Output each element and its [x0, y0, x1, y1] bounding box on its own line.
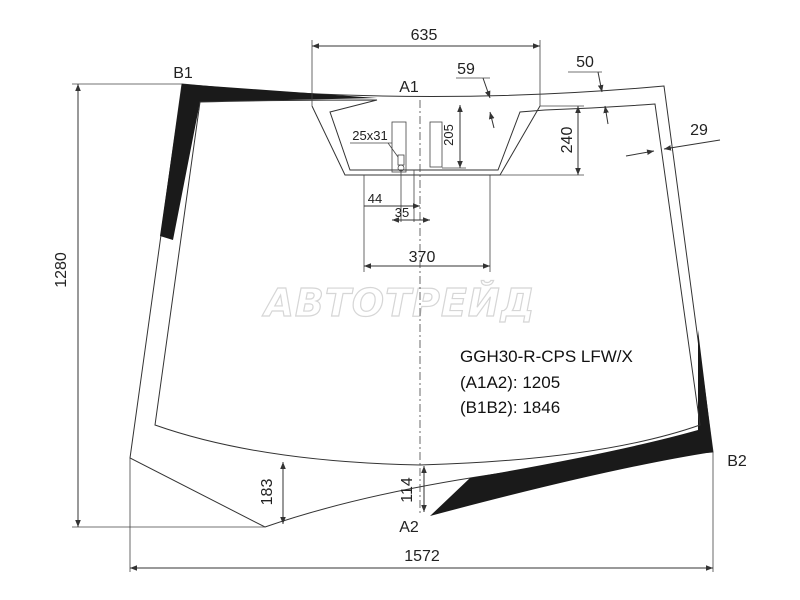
measurement-a1a2: (A1A2): 1205 [460, 373, 560, 392]
dim-width-total: 1572 [404, 548, 440, 565]
point-b2-label: B2 [727, 453, 747, 470]
point-a2-label: A2 [399, 519, 419, 536]
dim-29-arrow-inner [625, 149, 655, 157]
dim-50: 50 [576, 54, 594, 71]
dim-114: 114 [399, 477, 416, 503]
dim-height-total: 1280 [53, 252, 70, 288]
dim-183: 183 [259, 479, 276, 506]
sensor-block [397, 154, 405, 166]
glass-inner-outline [154, 99, 701, 466]
dim-35: 35 [395, 205, 409, 220]
point-a1-label: A1 [399, 79, 419, 96]
dim-29-arrow [663, 139, 721, 151]
watermark-text: АВТОТРЕЙД [262, 281, 536, 325]
dim-50-arrow-lower [603, 105, 609, 125]
dim-59-arrow-lower [488, 111, 495, 129]
part-code: GGH30-R-CPS LFW/X [460, 347, 633, 366]
dim-59-arrow [482, 77, 491, 99]
dim-25x31-pointer [387, 142, 399, 158]
sensor-window [391, 121, 407, 173]
point-b1-label: B1 [173, 65, 193, 82]
black-band-right [430, 330, 713, 516]
measurement-b1b2: (B1B2): 1846 [460, 398, 560, 417]
dim-59: 59 [457, 61, 475, 78]
dim-top-opening: 635 [411, 27, 438, 44]
dim-50-arrow [597, 71, 604, 93]
dim-sensor-size: 25x31 [352, 128, 387, 143]
dim-240: 240 [559, 127, 576, 154]
dim-205: 205 [441, 124, 456, 146]
dim-44: 44 [368, 191, 382, 206]
dim-29: 29 [690, 122, 708, 139]
sensor-bracket-zone [311, 105, 541, 176]
camera-window [429, 121, 443, 168]
black-band-left [160, 84, 377, 240]
dim-370: 370 [409, 249, 436, 266]
